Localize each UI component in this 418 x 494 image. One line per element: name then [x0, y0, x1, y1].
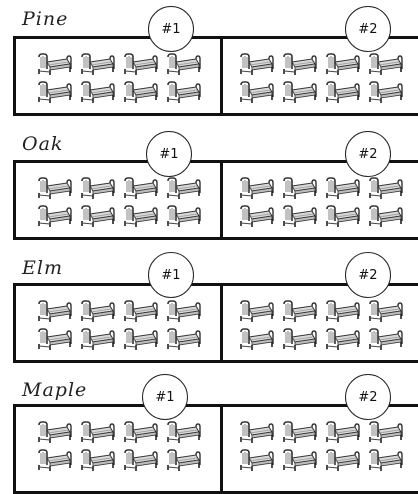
cabin-label-pine: Pine — [22, 8, 69, 30]
cabin-box-elm — [13, 283, 418, 363]
room-badge-maple-2: #2 — [345, 374, 391, 420]
bed-icon — [324, 81, 360, 105]
cabin-box-oak — [13, 160, 418, 240]
bed-grid-room-1 — [36, 53, 201, 105]
bed-icon — [79, 53, 115, 77]
bed-icon — [281, 449, 317, 473]
bed-icon — [36, 300, 72, 324]
bed-icon — [367, 53, 403, 77]
room-divider — [220, 36, 223, 116]
cabin-label-oak: Oak — [22, 133, 64, 155]
bed-grid-room-2 — [238, 300, 403, 352]
bed-icon — [79, 328, 115, 352]
bed-icon — [324, 205, 360, 229]
bed-icon — [122, 53, 158, 77]
bed-icon — [165, 300, 201, 324]
bed-icon — [281, 53, 317, 77]
bed-icon — [79, 177, 115, 201]
bed-icon — [324, 300, 360, 324]
bed-icon — [281, 300, 317, 324]
bed-grid-room-2 — [238, 53, 403, 105]
bed-icon — [238, 177, 274, 201]
bed-icon — [238, 81, 274, 105]
bed-icon — [122, 177, 158, 201]
bed-icon — [79, 81, 115, 105]
bed-icon — [324, 328, 360, 352]
bed-icon — [122, 449, 158, 473]
bed-icon — [324, 177, 360, 201]
room-badge-oak-1: #1 — [146, 131, 192, 177]
bed-icon — [324, 421, 360, 445]
bed-icon — [165, 177, 201, 201]
bed-icon — [165, 328, 201, 352]
bed-icon — [238, 205, 274, 229]
bed-icon — [36, 81, 72, 105]
bed-icon — [165, 53, 201, 77]
bed-icon — [281, 81, 317, 105]
bed-icon — [36, 205, 72, 229]
bed-grid-room-1 — [36, 300, 201, 352]
bed-icon — [165, 421, 201, 445]
bed-icon — [238, 300, 274, 324]
bed-icon — [367, 81, 403, 105]
bed-icon — [36, 328, 72, 352]
bed-icon — [324, 53, 360, 77]
bed-icon — [122, 81, 158, 105]
room-badge-elm-1: #1 — [148, 252, 194, 298]
bed-icon — [36, 449, 72, 473]
bed-grid-room-2 — [238, 177, 403, 229]
room-badge-pine-1: #1 — [148, 6, 194, 52]
bed-icon — [281, 421, 317, 445]
bed-icon — [79, 449, 115, 473]
room-badge-elm-2: #2 — [345, 252, 391, 298]
room-divider — [220, 283, 223, 363]
bed-icon — [281, 177, 317, 201]
bed-icon — [281, 205, 317, 229]
cabin-label-elm: Elm — [22, 257, 63, 279]
bed-icon — [79, 205, 115, 229]
cabin-box-pine — [13, 36, 418, 116]
room-badge-pine-2: #2 — [345, 6, 391, 52]
bed-icon — [367, 205, 403, 229]
bed-icon — [367, 328, 403, 352]
bed-icon — [165, 449, 201, 473]
bed-icon — [238, 53, 274, 77]
room-divider — [220, 160, 223, 240]
bed-icon — [165, 205, 201, 229]
bed-icon — [79, 300, 115, 324]
bed-icon — [367, 177, 403, 201]
bed-icon — [281, 328, 317, 352]
bed-icon — [122, 421, 158, 445]
bed-icon — [165, 81, 201, 105]
bed-icon — [324, 449, 360, 473]
bed-grid-room-1 — [36, 421, 201, 473]
bed-icon — [36, 421, 72, 445]
bed-grid-room-2 — [238, 421, 403, 473]
bed-icon — [238, 328, 274, 352]
bed-icon — [122, 205, 158, 229]
bed-icon — [36, 177, 72, 201]
cabin-label-maple: Maple — [22, 379, 88, 401]
bed-icon — [79, 421, 115, 445]
bed-icon — [367, 421, 403, 445]
room-badge-oak-2: #2 — [345, 131, 391, 177]
bed-icon — [238, 421, 274, 445]
bed-icon — [36, 53, 72, 77]
bed-grid-room-1 — [36, 177, 201, 229]
bed-icon — [122, 328, 158, 352]
bed-icon — [122, 300, 158, 324]
bed-icon — [367, 300, 403, 324]
room-divider — [220, 404, 223, 494]
room-badge-maple-1: #1 — [142, 374, 188, 420]
bed-icon — [367, 449, 403, 473]
bed-icon — [238, 449, 274, 473]
